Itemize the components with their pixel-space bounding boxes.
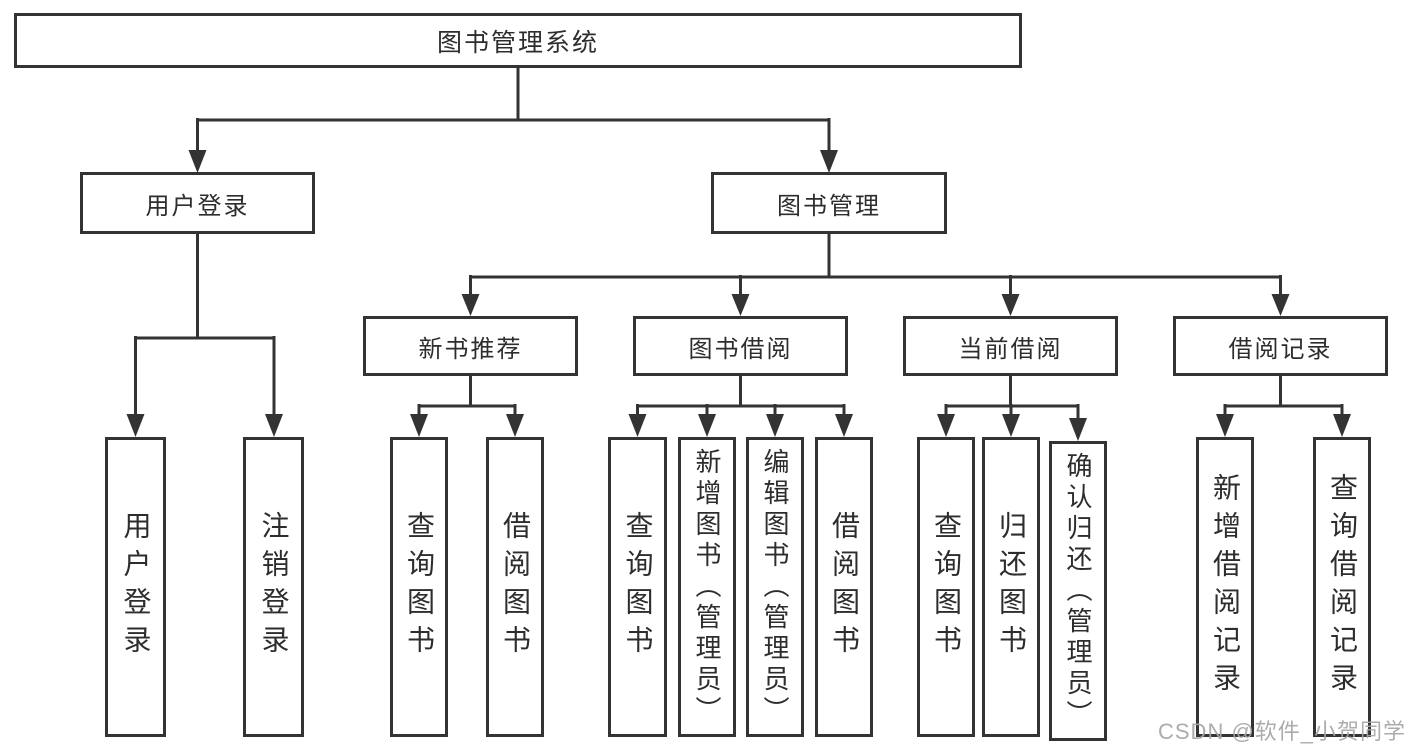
node-current-borrow-label: 当前借阅	[958, 335, 1063, 363]
node-nbr-borrow-books: 借阅图书	[486, 437, 544, 737]
node-bb-borrow-books: 借阅图书	[815, 437, 873, 737]
node-nbr-borrow-books-label: 借阅图书	[500, 511, 531, 663]
node-br-add-record-label: 新增借阅记录	[1210, 473, 1241, 701]
node-borrow-record: 借阅记录	[1173, 316, 1388, 376]
node-cb-confirm-return-admin: 确认归还（管理员）	[1049, 441, 1107, 741]
node-login: 用户登录	[105, 437, 166, 737]
node-book-management: 图书管理	[711, 172, 947, 234]
node-nbr-query-books-label: 查询图书	[404, 511, 435, 663]
node-book-borrow-label: 图书借阅	[688, 335, 793, 363]
node-logout-label: 注销登录	[258, 511, 290, 663]
node-bb-query-books-label: 查询图书	[622, 511, 654, 663]
watermark-csdn: CSDN @软件_小贺同学	[1158, 719, 1405, 744]
node-br-query-record-label: 查询借阅记录	[1327, 473, 1358, 701]
node-bb-edit-books-admin-label: 编辑图书（管理员）	[760, 447, 790, 727]
node-library-system-label: 图书管理系统	[436, 28, 599, 57]
node-bb-edit-books-admin: 编辑图书（管理员）	[746, 437, 804, 737]
node-current-borrow: 当前借阅	[903, 316, 1118, 376]
node-borrow-record-label: 借阅记录	[1228, 335, 1333, 363]
node-new-book-recommend: 新书推荐	[363, 316, 578, 376]
node-cb-confirm-return-admin-label: 确认归还（管理员）	[1063, 451, 1093, 731]
node-login-label: 用户登录	[120, 511, 152, 663]
node-user-login: 用户登录	[80, 172, 315, 234]
node-br-query-record: 查询借阅记录	[1313, 437, 1371, 737]
node-bb-add-books-admin-label: 新增图书（管理员）	[692, 447, 722, 727]
node-cb-return-books: 归还图书	[982, 437, 1040, 737]
node-bb-add-books-admin: 新增图书（管理员）	[678, 437, 736, 737]
node-new-book-recommend-label: 新书推荐	[418, 335, 523, 363]
node-cb-return-books-label: 归还图书	[996, 511, 1027, 663]
node-cb-query-books-label: 查询图书	[931, 511, 962, 663]
node-cb-query-books: 查询图书	[917, 437, 975, 737]
node-bb-query-books: 查询图书	[608, 437, 667, 737]
node-br-add-record: 新增借阅记录	[1196, 437, 1254, 737]
node-bb-borrow-books-label: 借阅图书	[829, 511, 860, 663]
node-library-system: 图书管理系统	[14, 13, 1022, 68]
node-nbr-query-books: 查询图书	[390, 437, 448, 737]
node-logout: 注销登录	[243, 437, 304, 737]
node-book-management-label: 图书管理	[777, 192, 881, 220]
node-book-borrow: 图书借阅	[633, 316, 848, 376]
node-user-login-label: 用户登录	[145, 192, 250, 220]
